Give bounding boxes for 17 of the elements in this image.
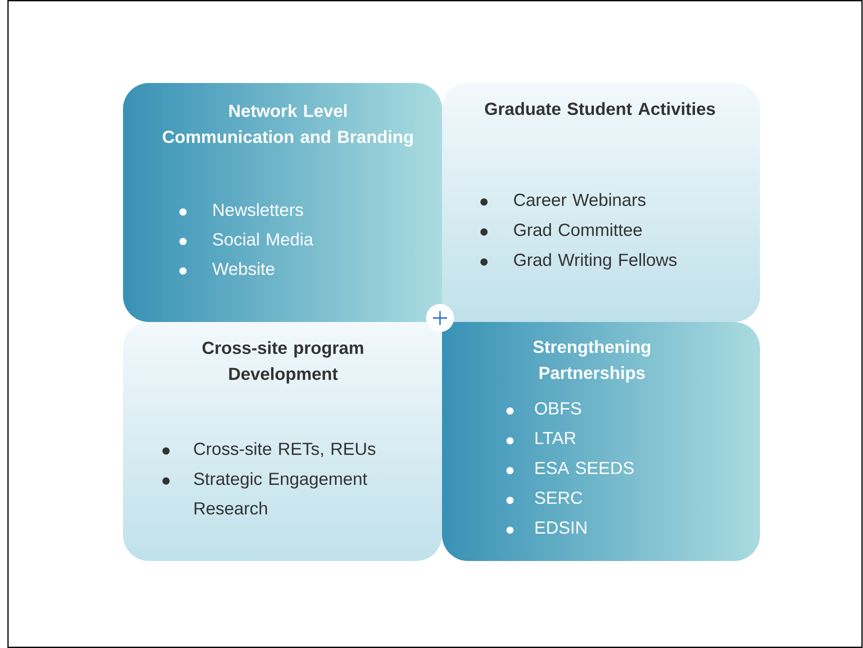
bullet-item: Career Webinars <box>514 193 646 206</box>
bullet-item: Cross-site RETs, REUs <box>194 442 376 458</box>
bullet-item: Grad Committee <box>514 223 642 236</box>
bullet-item: EDSIN <box>536 521 586 534</box>
bullet-item: Grad Writing Fellows <box>514 253 677 270</box>
bullet-item: ESA SEEDS <box>536 462 634 474</box>
box-heading: Cross-site program Development <box>202 341 364 384</box>
bullet-item: LTAR <box>536 432 576 444</box>
box-heading: Strengthening Partnerships <box>533 340 650 382</box>
bullet-item: Social Media <box>213 232 314 246</box>
bullet-item: Newsletters <box>214 203 303 216</box>
bullet-item: OBFS <box>535 402 582 415</box>
bullet-item: Strategic Engagement Research <box>194 472 368 515</box>
box-heading: Network Level Communication and Branding <box>162 104 413 147</box>
bullet-item: SERC <box>535 492 582 504</box>
box-heading: Graduate Student Activities <box>485 102 715 116</box>
bullet-item: Website <box>212 262 274 276</box>
